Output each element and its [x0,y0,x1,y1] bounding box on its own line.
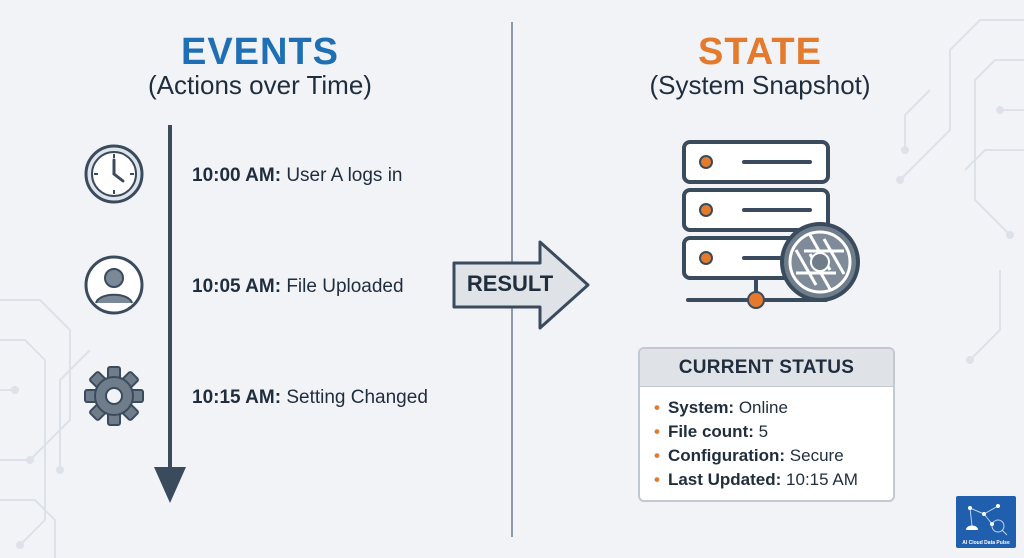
user-icon [84,255,144,315]
event-text: File Uploaded [286,276,404,297]
bullet-icon: • [654,398,660,417]
status-key: Last Updated: [667,470,782,489]
bullet-icon: • [654,422,660,441]
event-login: 10:00 AM: User A logs in [192,165,403,187]
state-title: STATE [698,31,822,73]
event-time: 10:15 AM: [192,387,282,408]
server-icon [682,140,860,309]
event-time: 10:00 AM: [192,165,282,186]
status-value: 10:15 AM [786,470,858,489]
status-value: Online [738,398,788,417]
status-item-system: • System: Online [654,396,893,420]
status-header: CURRENT STATUS [640,349,893,387]
status-item-configuration: • Configuration: Secure [654,444,893,468]
events-subtitle: (Actions over Time) [148,70,372,100]
result-arrow [452,240,590,330]
clock-icon [84,144,144,204]
status-value: 5 [758,422,769,441]
event-setting: 10:15 AM: Setting Changed [192,387,428,409]
event-text: Setting Changed [286,387,428,408]
event-text: User A logs in [286,165,403,186]
brand-logo: AI Cloud Data Pulse [956,496,1016,548]
event-time: 10:05 AM: [192,276,282,297]
status-key: File count: [667,422,754,441]
bullet-icon: • [654,470,660,489]
state-subtitle: (System Snapshot) [649,70,871,100]
status-key: Configuration: [667,446,786,465]
network-icon [966,504,1008,536]
result-label: RESULT [466,271,554,296]
status-key: System: [667,398,735,417]
timeline-arrow [154,125,186,503]
status-item-last-updated: • Last Updated: 10:15 AM [654,468,893,492]
status-list: • System: Online • File count: 5 • Configur… [640,387,893,492]
bullet-icon: • [654,446,660,465]
status-item-file-count: • File count: 5 [654,420,893,444]
event-upload: 10:05 AM: File Uploaded [192,276,404,298]
gear-icon [84,366,144,426]
events-title: EVENTS [180,31,340,73]
brand-text: AI Cloud Data Pulse [962,540,1010,546]
status-value: Secure [789,446,844,465]
current-status-panel: CURRENT STATUS • System: Online • File cou… [638,347,895,502]
